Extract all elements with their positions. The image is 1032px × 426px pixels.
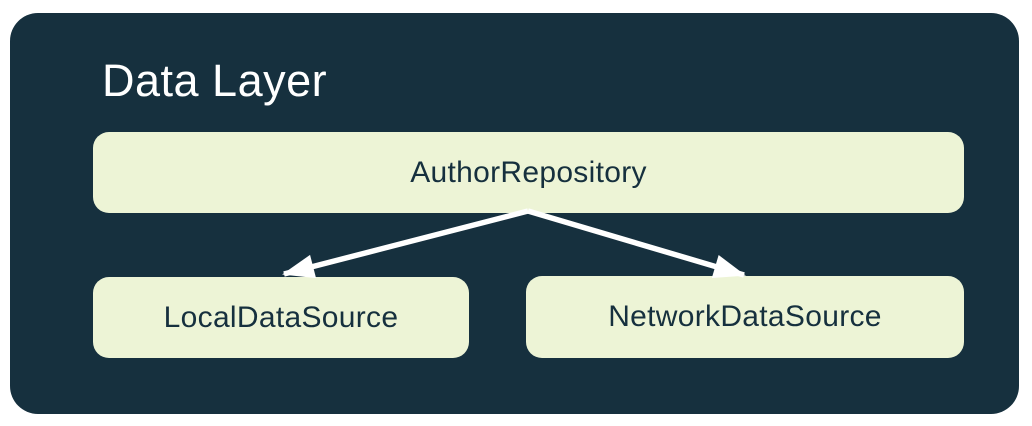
node-author-repository: AuthorRepository [93,132,964,213]
node-network-data-source-label: NetworkDataSource [608,300,882,333]
node-network-data-source: NetworkDataSource [526,276,964,358]
node-local-data-source-label: LocalDataSource [163,300,399,334]
panel-title: Data Layer [102,55,328,106]
node-local-data-source: LocalDataSource [93,277,469,358]
node-author-repository-label: AuthorRepository [410,155,647,189]
